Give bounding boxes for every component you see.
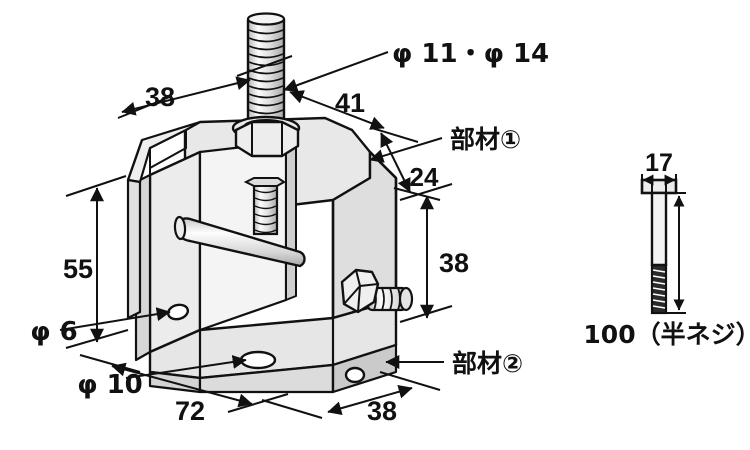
label-phi6: φ 6 [30,317,77,347]
label-bolt-head-17: 17 [645,149,673,177]
cross-pin [173,215,306,268]
label-dim-55: 55 [63,254,93,284]
side-bolt-head [640,178,678,195]
side-view-hex-bolt [640,174,686,315]
label-dim-38-right: 38 [439,248,469,278]
clamp-left-wall-inner [148,150,202,354]
dim-100-group [666,192,686,314]
clamp-left-fold-edge3 [149,130,187,169]
ext-38-left-b [236,55,293,77]
side-bolt-smooth-shank [650,191,668,267]
hole-bottom-right [344,366,366,384]
label-rod-diameter: φ 11・φ 14 [392,39,549,69]
dim-line-38-top-left [121,76,251,116]
label-dim-24: 24 [410,162,439,192]
label-member-two: 部材② [452,349,523,378]
label-dim-38-top-left: 38 [145,82,175,112]
clamp-left-fold-edge [126,139,144,181]
clamp-assembly [126,12,414,394]
side-bolt-hex-facets [343,269,379,313]
hex-nut-body [234,120,300,158]
label-bolt-length: 100（半ネジ） [583,320,750,349]
thread-lines-lower [254,189,277,234]
ext-55-a [65,175,127,197]
label-dim-41: 41 [335,88,365,118]
clamp-inner-rib [285,139,297,301]
label-dim-72: 72 [175,396,205,426]
cross-pin-end-cap [173,215,187,241]
side-bolt-thread-ticks [652,269,666,309]
ext-38-bot-b [379,371,441,391]
hex-bolt-side [340,268,414,314]
dim-line-38-bottom [327,384,413,416]
text-labels: 38 41 φ 11・φ 14 部材① 24 38 55 φ 6 φ 10 72… [30,39,750,426]
ext-38-right-a [399,183,453,201]
dimension-lines [59,51,453,419]
side-bolt-tip [398,286,414,312]
hex-nut-facets [251,122,283,156]
hole-phi10 [239,350,277,370]
ext-38-bot-a [261,399,323,419]
ext-72-b [227,393,289,413]
dim-line-24 [380,132,411,193]
threaded-rod-top-cap [246,12,286,26]
dim-17-group [641,174,677,186]
leader-phi6 [59,307,171,331]
rod-washer-lower [243,177,286,187]
label-member-one: 部材① [450,125,521,154]
dim-line-72 [111,362,253,408]
label-dim-38-bottom: 38 [367,396,397,426]
leader-phi11-phi14 [283,51,389,93]
threaded-rod-lower [243,177,286,236]
hex-nut-top [231,115,301,158]
dim-line-41-top-right [289,90,385,130]
clamp-left-rib [126,178,142,320]
label-phi10: φ 10 [77,370,143,400]
